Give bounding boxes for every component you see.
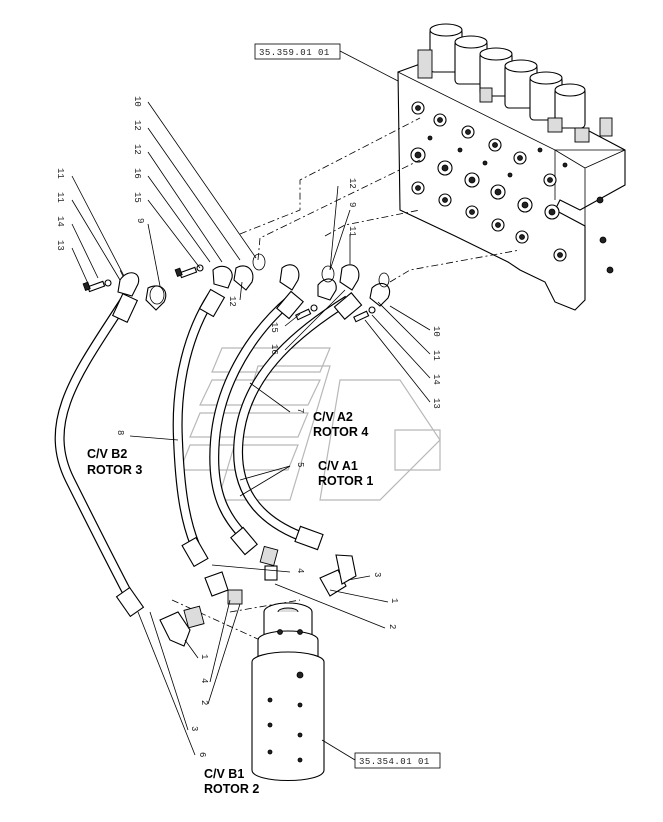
callout-13-b: 13 [431,398,441,409]
label-cv-a1: C/V A1 [318,459,358,473]
callout-12-a: 12 [132,120,142,131]
callout-11-a: 11 [55,168,65,179]
label-cv-b1: C/V B1 [204,767,244,781]
callout-12-d: 12 [347,178,357,189]
callout-13-a: 13 [55,240,65,251]
callout-16-b: 16 [269,344,279,355]
circuit-labels: C/V A2 ROTOR 4 C/V A1 ROTOR 1 C/V B2 ROT… [87,410,373,796]
callout-3-a: 3 [372,572,382,577]
callout-4-b: 4 [199,678,209,683]
callout-numbers: 10 12 12 16 15 9 11 11 14 13 12 12 9 11 … [55,96,441,757]
valve-block-reference[interactable]: 35.359.01 01 [254,43,401,83]
callout-8: 8 [115,430,125,435]
callout-4-a: 4 [295,568,305,573]
watermark-logo [179,347,441,501]
callout-11-c: 11 [347,226,357,237]
label-rotor-3: ROTOR 3 [87,463,142,477]
label-rotor-4: ROTOR 4 [313,425,368,439]
solenoid-stack [417,23,613,143]
callout-12-c: 12 [227,296,237,307]
adapters [159,545,357,647]
callout-15-b: 15 [269,322,279,333]
rotor-reference[interactable]: 35.354.01 01 [321,739,441,769]
label-rotor-1: ROTOR 1 [318,474,373,488]
leader-lines [71,101,431,756]
callout-6: 6 [197,752,207,757]
valve-ports [410,101,614,274]
callout-9-b: 9 [347,202,357,207]
callout-15-a: 15 [132,192,142,203]
callout-2-b: 2 [199,700,209,705]
callout-14-b: 14 [431,374,441,385]
callout-14-a: 14 [55,216,65,227]
rotor-reference-text: 35.354.01 01 [359,757,430,767]
callout-16-a: 16 [132,168,142,179]
control-valve-block [397,23,626,311]
callout-9-a: 9 [135,218,145,223]
rotor-swivel [251,602,325,782]
callout-10-top: 10 [132,96,142,107]
hose-fittings [111,288,363,618]
callout-1-b: 1 [199,654,209,659]
flange-clamps [117,253,390,311]
label-cv-b2: C/V B2 [87,447,127,461]
label-cv-a2: C/V A2 [313,410,353,424]
callout-12-b: 12 [132,144,142,155]
callout-5: 5 [295,462,305,467]
bolts [82,264,376,323]
label-rotor-2: ROTOR 2 [204,782,259,796]
callout-1-a: 1 [389,598,399,603]
callout-7: 7 [295,408,305,413]
valve-block-reference-text: 35.359.01 01 [259,48,330,58]
callout-2-a: 2 [387,624,397,629]
callout-10-b: 10 [431,326,441,337]
callout-11-b: 11 [55,192,65,203]
callout-11-d: 11 [431,350,441,361]
callout-3-b: 3 [189,726,199,731]
